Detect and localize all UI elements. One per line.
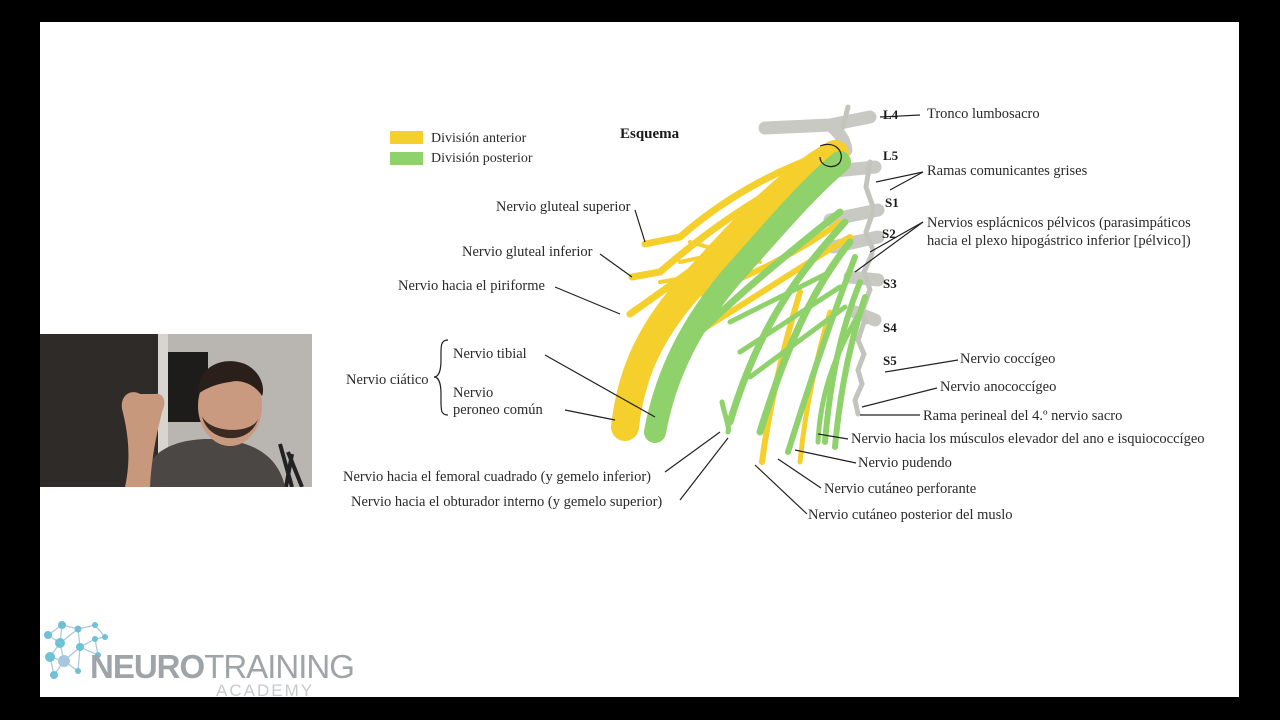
label-obturador-interno: Nervio hacia el obturador interno (y gem… [351, 495, 662, 510]
label-peroneo-line2: peroneo común [453, 403, 543, 418]
label-pudendo: Nervio pudendo [858, 456, 952, 471]
label-tibial: Nervio tibial [453, 347, 527, 362]
root-label-l5: L5 [883, 149, 898, 162]
label-esplacnicos-line2: hacia el plexo hipogástrico inferior [pé… [927, 234, 1191, 249]
label-elevador-ano: Nervio hacia los músculos elevador del a… [851, 432, 1205, 447]
label-cutaneo-perforante: Nervio cutáneo perforante [824, 482, 976, 497]
label-esplacnicos-line1: Nervios esplácnicos pélvicos (parasimpát… [927, 216, 1191, 231]
webcam-presenter-image [40, 334, 312, 487]
logo-wordmark: NEUROTRAINING [90, 650, 354, 683]
label-piriforme: Nervio hacia el piriforme [398, 279, 545, 294]
label-cutaneo-posterior: Nervio cutáneo posterior del muslo [808, 508, 1013, 523]
root-label-s1: S1 [885, 196, 899, 209]
label-ramas-comunicantes: Ramas comunicantes grises [927, 164, 1087, 179]
label-ciatico: Nervio ciático [346, 373, 429, 388]
root-label-s4: S4 [883, 321, 897, 334]
label-femoral-cuadrado: Nervio hacia el femoral cuadrado (y geme… [343, 470, 651, 485]
neurotraining-logo: NEUROTRAINING ACADEMY [40, 612, 340, 697]
label-gluteal-inferior: Nervio gluteal inferior [462, 245, 592, 260]
webcam-video [40, 334, 312, 487]
label-rama-perineal: Rama perineal del 4.º nervio sacro [923, 409, 1122, 424]
label-peroneo-line1: Nervio [453, 386, 493, 401]
root-label-l4: L4 [883, 108, 898, 121]
label-anococcigeo: Nervio anococcígeo [940, 380, 1056, 395]
root-label-s2: S2 [882, 227, 896, 240]
label-gluteal-superior: Nervio gluteal superior [496, 200, 631, 215]
root-label-s5: S5 [883, 354, 897, 367]
logo-brand-bold: NEURO [90, 648, 204, 685]
root-label-s3: S3 [883, 277, 897, 290]
logo-subtitle: ACADEMY [216, 682, 314, 699]
label-coccigeo: Nervio coccígeo [960, 352, 1055, 367]
logo-brand-light: TRAINING [204, 648, 354, 685]
label-tronco-lumbosacro: Tronco lumbosacro [927, 107, 1040, 122]
